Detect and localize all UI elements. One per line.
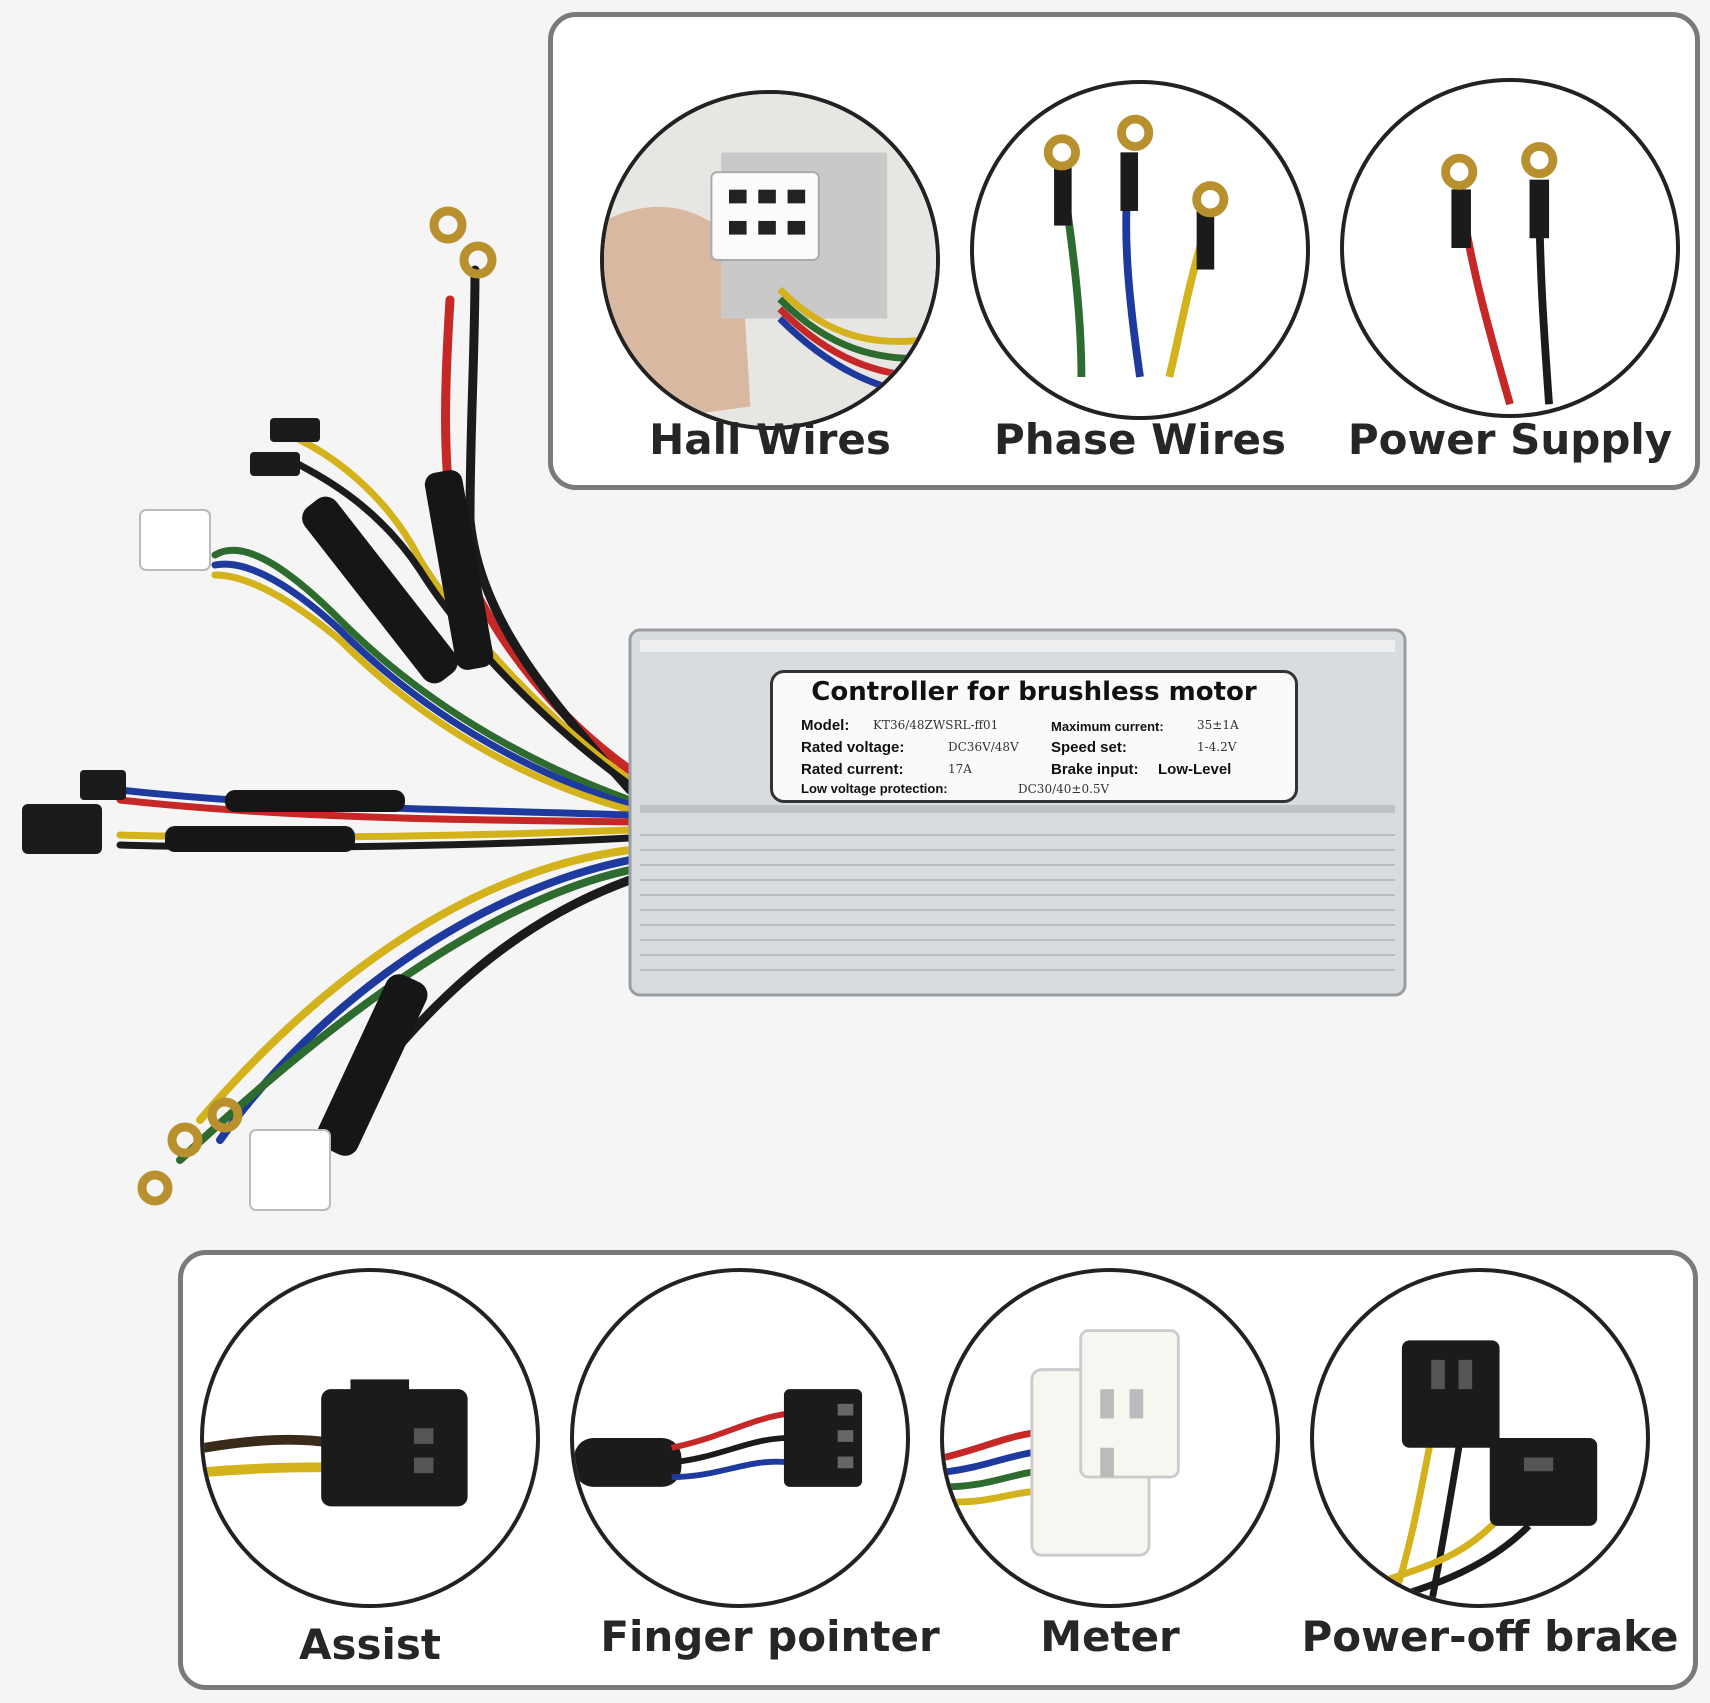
spec-rated-voltage-value: DC36V/48V (948, 740, 1019, 754)
hall-connector-photo-icon (600, 90, 940, 430)
phase-wires-photo-icon (970, 80, 1310, 420)
caption-meter: Meter (1040, 1612, 1180, 1661)
brake-connector-photo-icon (1310, 1268, 1650, 1608)
caption-assist: Assist (299, 1620, 441, 1669)
power-wires-photo-icon (1340, 78, 1680, 418)
caption-power-supply: Power Supply (1347, 415, 1673, 464)
spec-low-voltage-value: DC30/40±0.5V (1018, 782, 1110, 796)
spec-max-current-value: 35±1A (1197, 718, 1239, 732)
spec-brake-input-label: Brake input: (1051, 761, 1139, 778)
spec-brake-input-value: Low-Level (1158, 761, 1232, 778)
spec-low-voltage-label: Low voltage protection: (801, 781, 948, 796)
spec-model-value: KT36/48ZWSRL-ff01 (873, 718, 999, 732)
controller-label: Controller for brushless motor Model: KT… (770, 670, 1298, 803)
meter-connector-photo-icon (940, 1268, 1280, 1608)
controller-title: Controller for brushless motor (811, 677, 1257, 707)
assist-connector-photo-icon (200, 1268, 540, 1608)
spec-speed-set-label: Speed set: (1051, 739, 1127, 756)
spec-rated-current-value: 17A (948, 762, 972, 776)
throttle-connector-photo-icon (570, 1268, 910, 1608)
caption-hall-wires: Hall Wires (649, 415, 891, 464)
caption-finger-pointer: Finger pointer (600, 1612, 940, 1661)
spec-model-label: Model: (801, 717, 850, 734)
spec-max-current-label: Maximum current: (1051, 719, 1164, 734)
caption-phase-wires: Phase Wires (993, 415, 1287, 464)
caption-power-off-brake: Power-off brake (1301, 1612, 1679, 1661)
spec-rated-voltage-label: Rated voltage: (801, 739, 905, 756)
spec-speed-set-value: 1-4.2V (1197, 740, 1237, 754)
power-wire-black (465, 265, 635, 795)
spec-rated-current-label: Rated current: (801, 761, 904, 778)
